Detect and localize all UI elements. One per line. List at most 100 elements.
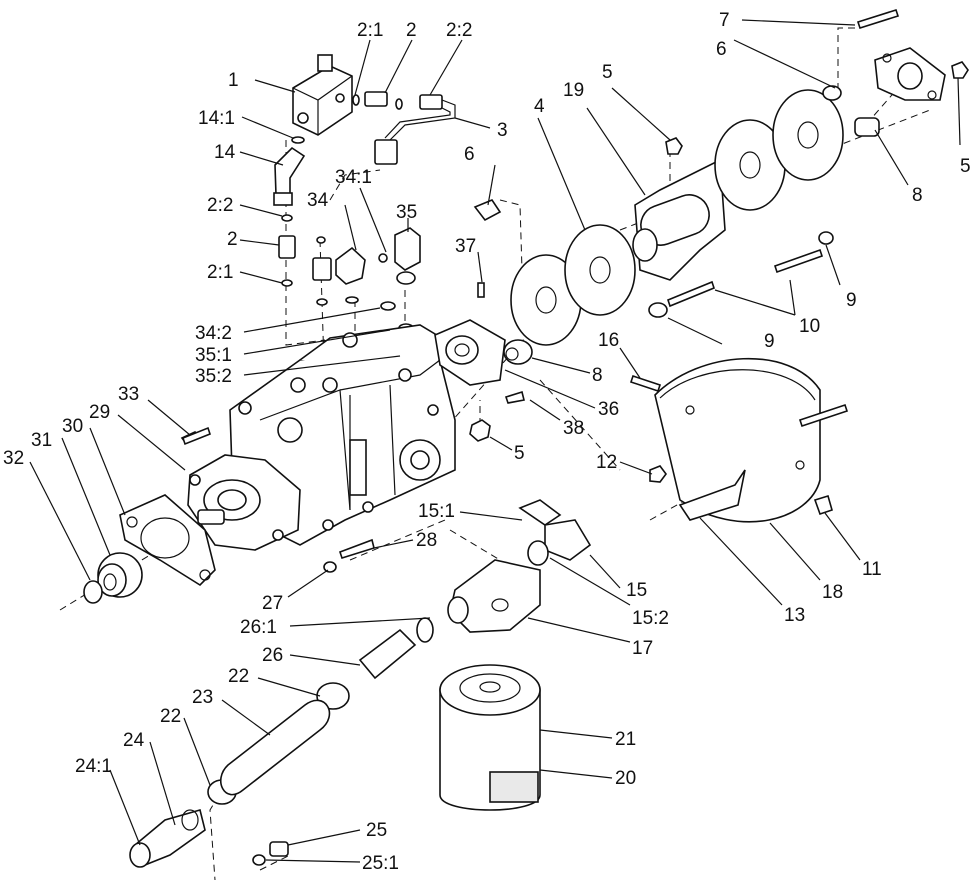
callout-8-right: 8 [912, 185, 923, 206]
callout-20: 20 [615, 768, 636, 789]
part-11-screw [813, 494, 833, 516]
part-34-fitting [312, 236, 388, 306]
callout-15-1: 15:1 [418, 501, 455, 522]
part-5-nut-upper [665, 137, 683, 155]
part-guard-bolt [798, 403, 849, 428]
callout-19: 19 [563, 80, 584, 101]
part-flange [874, 47, 946, 101]
callout-33: 33 [118, 384, 139, 405]
callout-4: 4 [534, 96, 545, 117]
part-32-snap-ring [83, 580, 103, 604]
callout-2-1-left: 2:1 [207, 262, 233, 283]
callout-13: 13 [784, 605, 805, 626]
callout-7: 7 [719, 10, 730, 31]
callout-24: 24 [123, 730, 145, 751]
callout-11: 11 [862, 559, 882, 580]
callout-22-upper: 22 [228, 666, 249, 687]
callout-5-right: 5 [960, 156, 971, 177]
part-21-filter [439, 664, 541, 811]
part-13-bracket [678, 469, 746, 521]
callout-labels: 1 2:1 2 2:2 3 4 5 6 7 5 8 19 14:1 14 34:… [3, 10, 971, 874]
part-16-bolt [629, 374, 662, 393]
callout-14-1: 14:1 [198, 108, 235, 129]
callout-2: 2 [406, 20, 417, 41]
callout-35: 35 [396, 202, 417, 223]
part-6-bushing-right [822, 85, 842, 101]
callout-23: 23 [192, 687, 213, 708]
callout-24-1: 24:1 [75, 756, 112, 777]
callout-10: 10 [799, 316, 820, 337]
callout-29: 29 [89, 402, 110, 423]
part-5-nut-right [951, 61, 969, 79]
callout-26: 26 [262, 645, 283, 666]
part-coupling-right [714, 89, 844, 211]
part-33-pin [182, 426, 211, 446]
part-25-plug [252, 841, 289, 866]
part-37-key [477, 282, 485, 298]
callout-14: 14 [214, 142, 236, 163]
part-38-screw [504, 390, 525, 404]
callout-34: 34 [307, 190, 329, 211]
callout-5-lower: 5 [514, 443, 525, 464]
part-3-tube [374, 94, 456, 165]
part-2-lower-fitting [278, 214, 296, 287]
callout-18: 18 [822, 582, 843, 603]
part-15-fitting [518, 499, 592, 566]
callout-36: 36 [598, 399, 619, 420]
part-27-washer [323, 561, 337, 573]
part-17-filter-head [447, 559, 541, 633]
callout-16: 16 [598, 330, 619, 351]
callout-25-1: 25:1 [362, 853, 399, 874]
part-10-bolts [667, 248, 824, 308]
part-8-bushing [503, 339, 533, 365]
part-19-shaft [632, 158, 726, 281]
part-26-adapter [358, 617, 434, 680]
callout-34-2: 34:2 [195, 323, 232, 344]
callout-38: 38 [563, 418, 584, 439]
callout-30: 30 [62, 416, 83, 437]
part-9-washers [648, 231, 834, 318]
part-28-bolt [338, 538, 375, 559]
callout-3: 3 [497, 120, 508, 141]
callout-6-left: 6 [464, 144, 475, 165]
part-23-hose [219, 699, 331, 796]
callout-12: 12 [596, 452, 617, 473]
part-35-fitting [380, 227, 421, 333]
callout-26-1: 26:1 [240, 617, 277, 638]
callout-2-2: 2:2 [446, 20, 472, 41]
callout-27: 27 [262, 593, 283, 614]
callout-32: 32 [3, 448, 24, 469]
part-24-fitting [129, 809, 206, 868]
part-7-bolt [856, 9, 900, 29]
callout-9-right: 9 [846, 290, 857, 311]
part-4-coupling-discs [510, 224, 636, 346]
callout-2-2-left: 2:2 [207, 195, 233, 216]
part-1-valve-block [292, 54, 353, 136]
leader-lines [29, 19, 961, 863]
callout-31: 31 [31, 430, 52, 451]
part-29-pump-body [180, 324, 456, 551]
callout-17: 17 [632, 638, 653, 659]
part-18-guard [654, 357, 821, 523]
part-31-gear [97, 552, 143, 598]
callout-37: 37 [455, 236, 476, 257]
callout-21: 21 [615, 729, 636, 750]
callout-28: 28 [416, 530, 437, 551]
callout-15: 15 [626, 580, 647, 601]
callout-15-2: 15:2 [632, 608, 669, 629]
callout-9-lower: 9 [764, 331, 775, 352]
callout-6-upper: 6 [716, 39, 727, 60]
part-5-nut-lower [469, 419, 491, 442]
callout-8-left: 8 [592, 365, 603, 386]
part-2-fitting [352, 91, 403, 110]
callout-2-left: 2 [227, 229, 238, 250]
part-12-nut [649, 465, 667, 483]
callout-5-upper: 5 [602, 62, 613, 83]
callout-35-2: 35:2 [195, 366, 232, 387]
part-30-gasket [119, 494, 216, 587]
part-8-bushing-right [854, 117, 880, 137]
part-36-bracket [434, 319, 506, 386]
part-14-elbow [273, 136, 306, 206]
